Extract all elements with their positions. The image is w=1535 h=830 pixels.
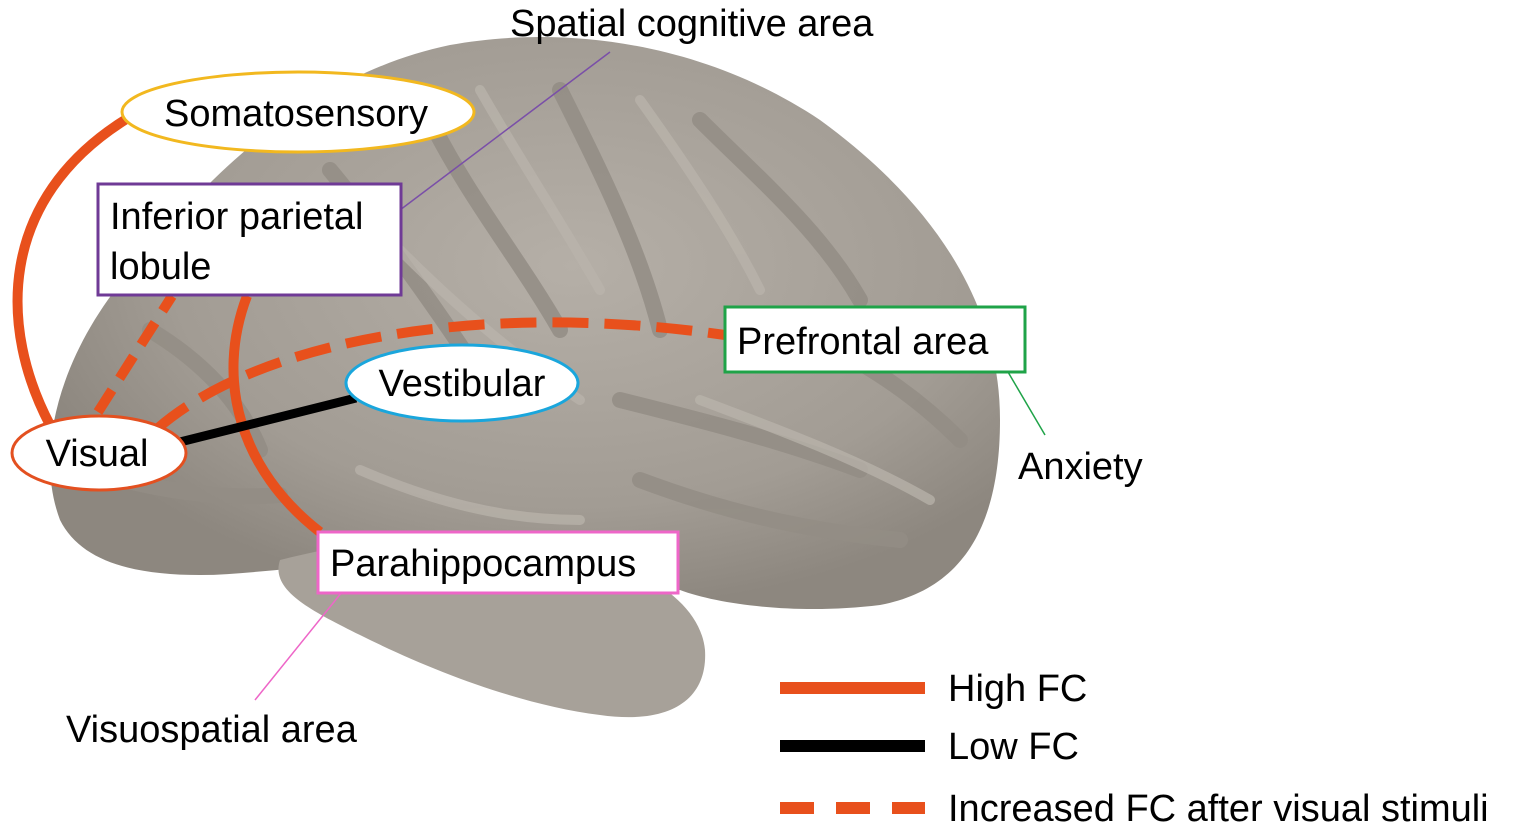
somatosensory-ellipse <box>120 70 476 154</box>
annotation-anxiety: Anxiety <box>1018 446 1143 488</box>
connection-visual-parietal-increased <box>93 293 177 415</box>
vestibular-ellipse <box>344 343 580 423</box>
prefrontal-label: Prefrontal area <box>737 321 989 363</box>
inferior-parietal-box <box>96 182 403 297</box>
vestibular-label: Vestibular <box>379 363 546 405</box>
region-parahippocampus: Parahippocampus <box>316 530 680 595</box>
connection-visual-somatosensory-high <box>12 113 131 428</box>
legend-label-high-fc: High FC <box>948 668 1087 710</box>
parahippocampus-label: Parahippocampus <box>330 543 636 585</box>
region-visual: Visual <box>10 414 188 492</box>
leader-spatial-cognitive <box>399 51 611 211</box>
parahippocampus-box <box>316 530 680 595</box>
region-vestibular: Vestibular <box>344 343 580 423</box>
inferior-parietal-label-line1: Inferior parietal <box>110 196 363 238</box>
leader-visuospatial <box>254 591 343 701</box>
annotation-visuospatial-area: Visuospatial area <box>66 709 358 751</box>
legend-label-low-fc: Low FC <box>948 726 1079 768</box>
visual-label: Visual <box>46 433 149 475</box>
connection-visual-prefrontal-increased <box>154 317 726 432</box>
leader-anxiety <box>1007 371 1046 436</box>
region-inferior-parietal-lobule: Inferior parietal lobule <box>96 182 403 297</box>
legend-label-increased-fc: Increased FC after visual stimuli <box>948 788 1489 830</box>
visual-ellipse <box>10 414 188 492</box>
region-somatosensory: Somatosensory <box>120 70 476 154</box>
inferior-parietal-label-line2: lobule <box>110 246 211 288</box>
annotation-spatial-cognitive-area: Spatial cognitive area <box>510 3 874 45</box>
prefrontal-box <box>723 305 1027 374</box>
legend: High FC Low FC Increased FC after visual… <box>780 668 1489 830</box>
connection-visual-vestibular-low <box>178 393 358 447</box>
region-prefrontal-area: Prefrontal area <box>723 305 1027 374</box>
somatosensory-label: Somatosensory <box>164 93 428 135</box>
